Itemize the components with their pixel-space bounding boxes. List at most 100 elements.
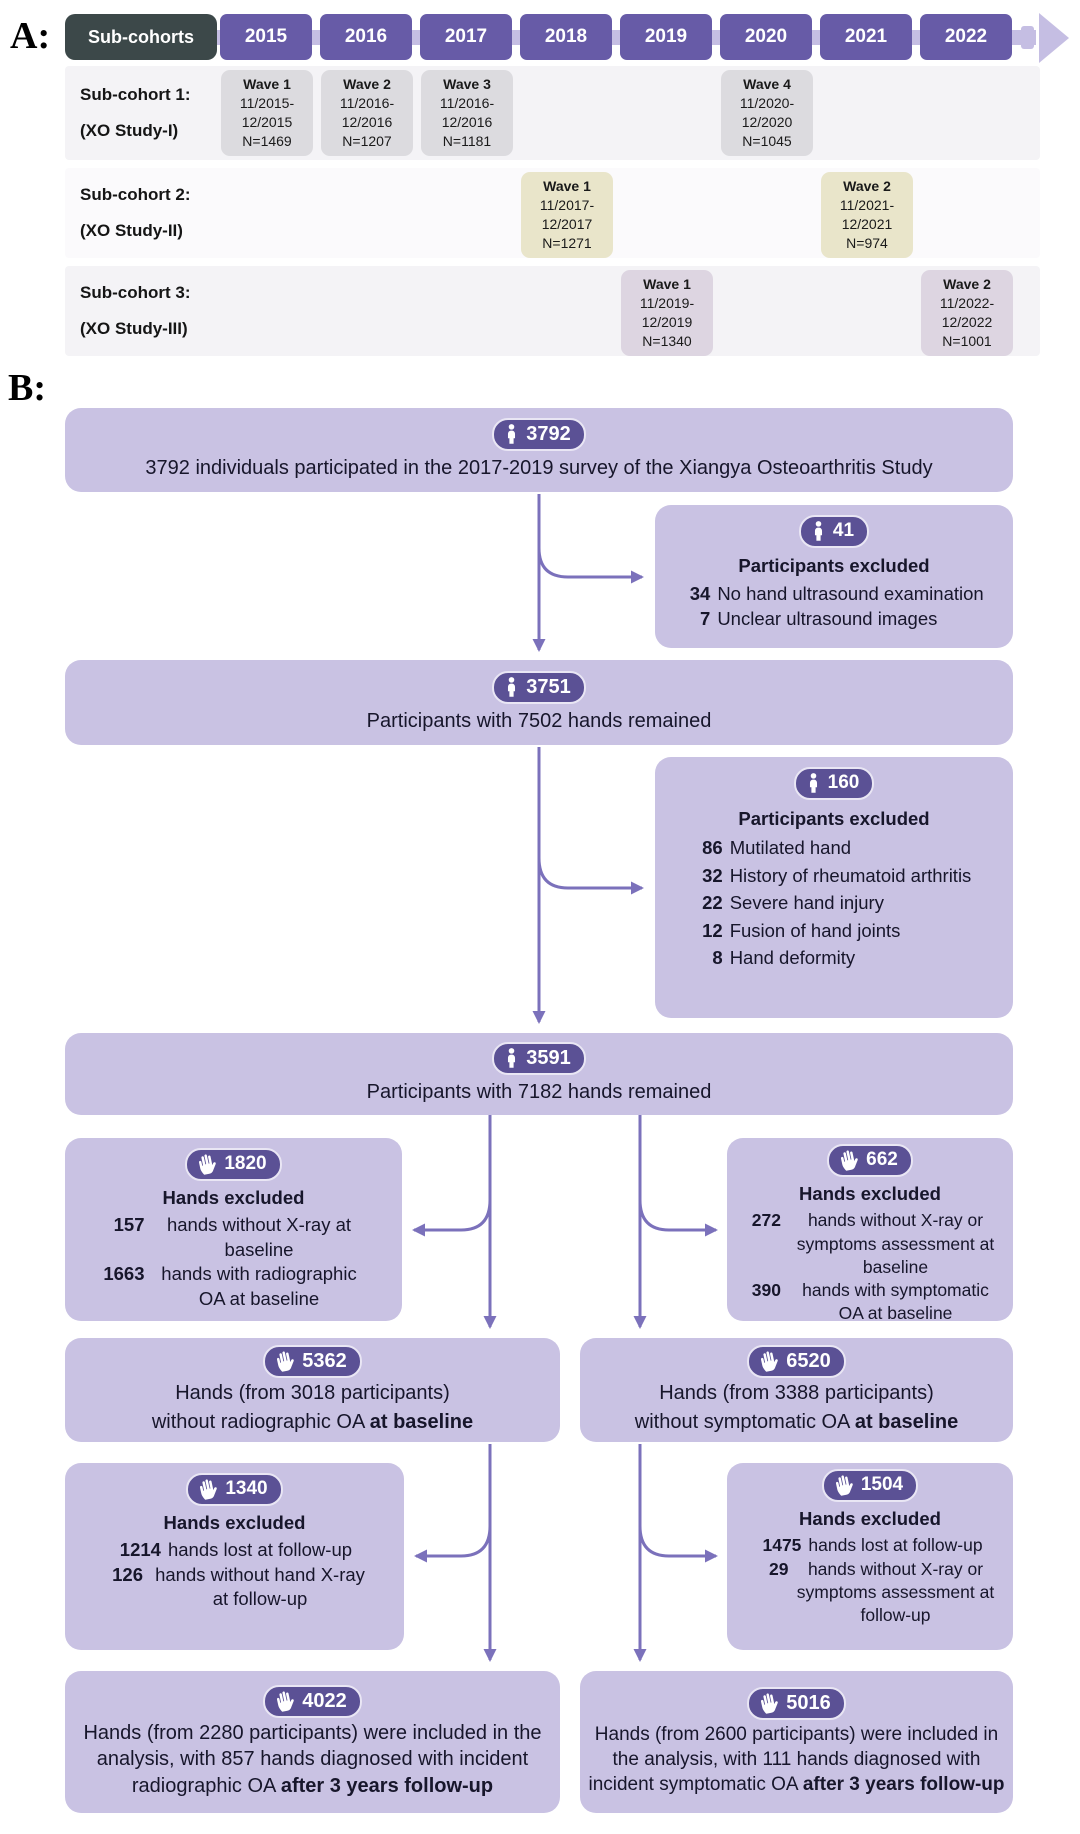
item-count: 22 [702, 892, 723, 914]
cohort3-row-background [65, 266, 1040, 356]
wave-n: N=1181 [442, 133, 492, 149]
item-count: 8 [712, 947, 723, 969]
box-text-line2: without symptomatic OA at baseline [635, 1409, 958, 1435]
box-excluded-1504-hands: 1504 Hands excluded 1475 hands lost at fo… [727, 1463, 1013, 1650]
count-value: 3591 [526, 1047, 571, 1070]
excluded-item: 272 hands without X-ray or symptoms asses… [737, 1209, 1003, 1278]
hand-icon [839, 1149, 859, 1171]
box-6520-hands-baseline: 6520 Hands (from 3388 participants) with… [580, 1338, 1013, 1442]
excluded-title: Hands excluded [799, 1508, 941, 1529]
count-badge: 5362 [263, 1345, 362, 1379]
count-badge: 4022 [263, 1684, 362, 1718]
year-2016: 2016 [320, 14, 412, 60]
count-badge: 662 [827, 1144, 913, 1177]
count-value: 160 [827, 772, 860, 793]
wave-date-end: 12/2016 [441, 114, 493, 130]
box-text-bold: at baseline [369, 1410, 474, 1433]
box-text-bold: after 3 years follow-up [280, 1774, 494, 1797]
item-count: 157 [113, 1214, 145, 1236]
cohort1-study: (XO Study-I) [80, 121, 179, 140]
item-text: hands without hand X-ray at follow-up [155, 1563, 365, 1610]
hand-icon [275, 1350, 295, 1372]
excluded-title: Participants excluded [738, 808, 930, 829]
item-text: hands lost at follow-up [808, 1535, 983, 1556]
count-badge: 3591 [492, 1042, 586, 1076]
cohort3-study: (XO Study-III) [80, 319, 188, 338]
count-value: 4022 [302, 1689, 347, 1712]
cohort1-wave4: Wave 4 11/2020- 12/2020 N=1045 [721, 70, 813, 156]
wave-title: Wave 3 [443, 76, 491, 92]
year-2020: 2020 [720, 14, 812, 60]
wave-n: N=1271 [542, 235, 592, 251]
wave-date-end: 12/2022 [941, 314, 993, 330]
wave-title: Wave 1 [543, 178, 591, 194]
excluded-title: Hands excluded [799, 1183, 941, 1204]
person-icon [504, 676, 519, 698]
wave-n: N=1001 [942, 333, 992, 349]
item-text: Severe hand injury [729, 892, 884, 914]
wave-date-end: 12/2016 [341, 114, 393, 130]
box-text: Participants with 7182 hands remained [366, 1081, 712, 1104]
cohort2-wave2: Wave 2 11/2021- 12/2021 N=974 [821, 172, 913, 258]
cohort1-wave2: Wave 2 11/2016- 12/2016 N=1207 [321, 70, 413, 156]
count-badge: 1820 [185, 1148, 282, 1181]
wave-n: N=1469 [242, 133, 292, 149]
person-icon [811, 520, 826, 542]
hand-icon [759, 1350, 779, 1372]
item-text: Hand deformity [729, 947, 856, 969]
item-count: 272 [751, 1210, 781, 1231]
count-value: 41 [832, 520, 855, 541]
box-text-line2: without radiographic OA at baseline [152, 1409, 473, 1435]
item-count: 126 [112, 1563, 143, 1585]
timeline-arrow-dash [1021, 26, 1034, 49]
cohort3-wave2: Wave 2 11/2022- 12/2022 N=1001 [921, 270, 1013, 356]
excluded-title: Hands excluded [162, 1187, 305, 1208]
count-value: 1504 [860, 1474, 904, 1495]
box-text-normal: without symptomatic OA [634, 1410, 855, 1433]
box-5016-included-hands: 5016 Hands (from 2600 participants) were… [580, 1671, 1013, 1813]
item-text: Fusion of hand joints [729, 919, 901, 941]
year-2022: 2022 [920, 14, 1012, 60]
excluded-item: 1475 hands lost at follow-up [745, 1534, 996, 1557]
box-5362-hands-baseline: 5362 Hands (from 3018 participants) with… [65, 1338, 560, 1442]
box-text: Participants with 7502 hands remained [366, 709, 712, 732]
subcohorts-header: Sub-cohorts [65, 14, 217, 60]
count-value: 1820 [224, 1153, 267, 1174]
item-text: hands lost at follow-up [167, 1539, 353, 1561]
cohort2-name: Sub-cohort 2: [80, 185, 191, 204]
item-text: Mutilated hand [729, 837, 852, 859]
count-badge: 3751 [492, 670, 586, 704]
cohort1-wave1: Wave 1 11/2015- 12/2015 N=1469 [221, 70, 313, 156]
item-count: 390 [751, 1279, 781, 1300]
item-text: hands without X-ray or symptoms assessme… [796, 1210, 995, 1277]
cohort3-wave1: Wave 1 11/2019- 12/2019 N=1340 [621, 270, 713, 356]
wave-date-start: 11/2016- [339, 95, 395, 111]
wave-title: Wave 2 [843, 178, 891, 194]
box-3792-participants: 3792 3792 individuals participated in th… [65, 408, 1013, 492]
item-count: 86 [702, 837, 723, 859]
item-count: 1475 [762, 1535, 802, 1556]
person-icon [504, 423, 519, 445]
wave-title: Wave 4 [743, 76, 791, 92]
box-text: 3792 individuals participated in the 201… [145, 457, 933, 480]
wave-date-start: 11/2016- [439, 95, 495, 111]
box-text: Hands (from 2600 participants) were incl… [586, 1722, 1007, 1797]
box-3751-participants: 3751 Participants with 7502 hands remain… [65, 660, 1013, 745]
count-value: 1340 [225, 1478, 268, 1499]
year-2019: 2019 [620, 14, 712, 60]
wave-date-start: 11/2019- [639, 295, 695, 311]
wave-title: Wave 2 [943, 276, 991, 292]
item-text: hands with radiographic OA at baseline [161, 1263, 357, 1309]
cohort3-name: Sub-cohort 3: [80, 283, 191, 302]
arrow-branch-excluded-662 [638, 1199, 718, 1237]
wave-n: N=974 [846, 235, 888, 251]
